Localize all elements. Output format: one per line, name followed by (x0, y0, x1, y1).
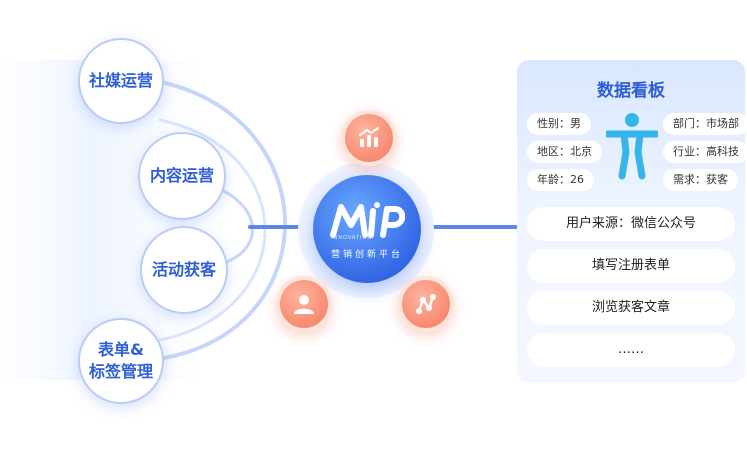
channel-event[interactable]: 活动获客 (140, 226, 228, 314)
profile-tag-gender: 性别：男 (527, 113, 591, 135)
activity-row-source: 用户来源：微信公众号 (527, 207, 735, 241)
channel-label: 内容运营 (149, 166, 214, 185)
person-icon (606, 113, 658, 180)
profile-tag-need: 需求：获客 (663, 169, 738, 191)
logo-subtitle-en: INNOVATION (331, 235, 373, 241)
activity-row-article: 浏览获客文章 (527, 291, 735, 325)
user-satellite[interactable] (276, 276, 332, 332)
user-icon (294, 295, 314, 314)
data-dashboard-panel: 数据看板 性别：男 地区：北京 年龄：26 部门：市场部 行业：高科技 需求：获… (517, 60, 747, 383)
mip-logo-icon (330, 202, 405, 238)
analytics-satellite[interactable] (341, 110, 397, 166)
profile-tag-age: 年龄：26 (527, 169, 594, 191)
channel-label: 社媒运营 (88, 71, 153, 90)
platform-hub[interactable]: INNOVATION 营销创新平台 (313, 175, 421, 283)
mid-arc (158, 118, 267, 342)
outer-arc (148, 78, 287, 362)
channel-social[interactable]: 社媒运营 (78, 38, 164, 124)
network-satellite[interactable] (398, 276, 454, 332)
profile-tag-department: 部门：市场部 (663, 113, 747, 135)
profile-tag-industry: 行业：高科技 (663, 141, 747, 163)
channel-label: 活动获客 (151, 260, 216, 279)
activity-row-register: 填写注册表单 (527, 249, 735, 283)
channel-content[interactable]: 内容运营 (138, 132, 226, 220)
dashboard-title: 数据看板 (597, 81, 665, 101)
channel-form[interactable]: 表单& 标签管理 (78, 318, 164, 404)
logo-subtitle-cn: 营销创新平台 (330, 250, 403, 260)
profile-tag-region: 地区：北京 (527, 141, 602, 163)
network-icon (416, 294, 436, 314)
activity-row-more: …… (527, 333, 735, 367)
channel-label: 表单& 标签管理 (88, 340, 153, 381)
bar-chart-icon (359, 127, 379, 147)
